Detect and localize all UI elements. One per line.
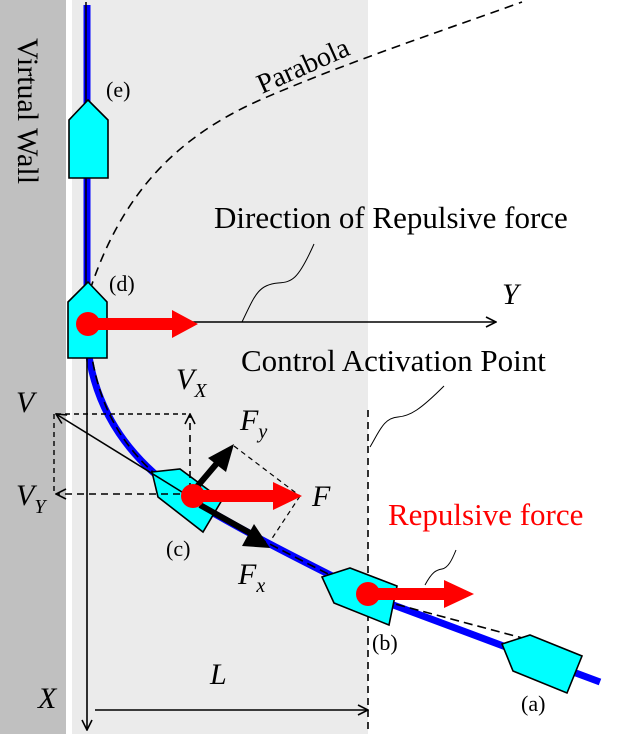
axis-y-label: Y (502, 278, 522, 311)
ship-e (68, 98, 109, 179)
axis-x-label: X (37, 682, 58, 715)
leader-control-activation (369, 385, 445, 448)
leader-repulsive (424, 549, 457, 586)
force-f-label: F (311, 480, 331, 513)
force-arrow-b (356, 580, 474, 608)
velocity-vx-main: V (176, 363, 198, 396)
velocity-v-arrow (56, 414, 191, 498)
repulsive-force-label: Repulsive force (388, 497, 583, 532)
leader-direction (241, 243, 315, 323)
position-label-b: (b) (372, 630, 398, 655)
force-arrow-d (76, 310, 198, 338)
force-fx-sub: x (255, 575, 265, 597)
force-fx-shaft (198, 502, 252, 536)
force-fx-label: Fx (237, 558, 265, 597)
virtual-wall-region (0, 0, 66, 734)
force-parallelogram-top (233, 445, 301, 497)
ship-a (500, 634, 584, 695)
velocity-vy-label: VY (16, 479, 47, 518)
force-fx-head (242, 524, 270, 548)
force-fy-head (208, 444, 234, 472)
velocity-v-label: V (16, 386, 38, 419)
velocity-vx-sub: X (193, 380, 207, 402)
velocity-vy-sub: Y (34, 496, 47, 518)
force-fy-sub: y (256, 421, 267, 443)
distance-l-label: L (209, 658, 227, 691)
force-fx-main: F (237, 558, 257, 591)
position-label-d: (d) (109, 271, 135, 296)
force-fy-label: Fy (239, 404, 267, 443)
velocity-vx-label: VX (176, 363, 207, 402)
position-label-a: (a) (521, 691, 545, 716)
control-region (72, 0, 368, 734)
position-label-c: (c) (166, 536, 190, 561)
velocity-vy-main: V (16, 479, 38, 512)
direction-of-repulsive-force-label: Direction of Repulsive force (214, 200, 568, 235)
force-arrow-c (181, 482, 302, 510)
parabola-curve (89, 1, 523, 291)
control-activation-point-label: Control Activation Point (241, 343, 546, 378)
virtual-wall-label: Virtual Wall (11, 38, 44, 184)
force-fy-main: F (239, 404, 259, 437)
position-label-e: (e) (106, 77, 130, 102)
